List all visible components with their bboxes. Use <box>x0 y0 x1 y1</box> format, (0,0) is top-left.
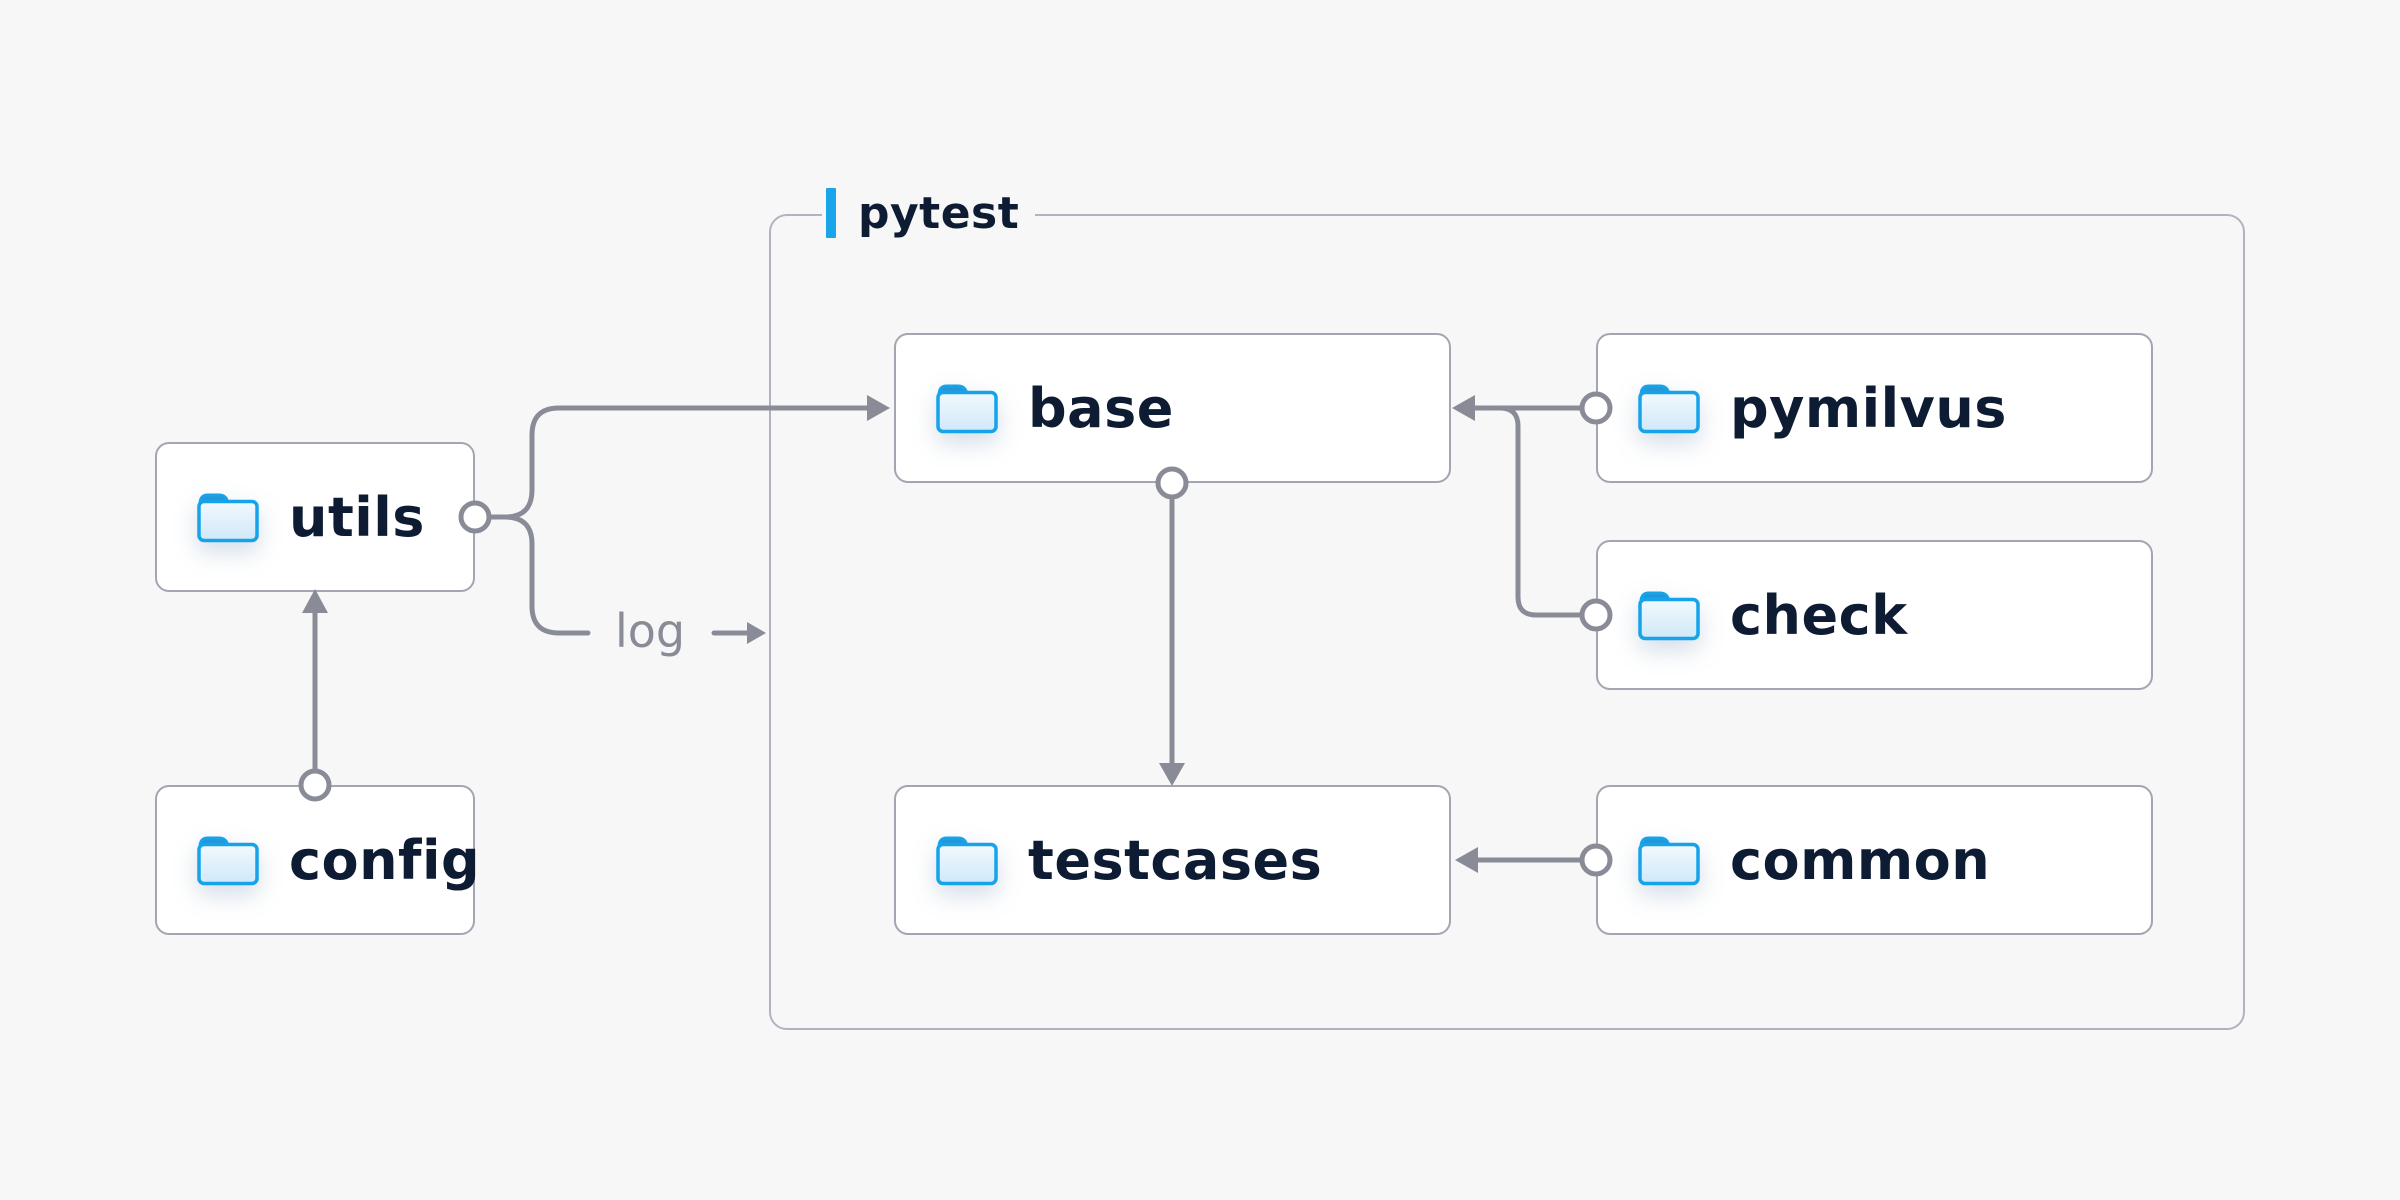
folder-icon <box>197 836 259 886</box>
folder-icon <box>197 493 259 543</box>
edge-utils-log-arrowhead <box>747 622 766 644</box>
node-pymilvus-label: pymilvus <box>1730 376 2007 440</box>
folder-icon <box>936 836 998 886</box>
folder-icon <box>1638 384 1700 434</box>
node-common: common <box>1596 785 2153 935</box>
pytest-group-label: pytest <box>822 184 1036 242</box>
node-utils-label: utils <box>289 485 425 549</box>
node-utils: utils <box>155 442 475 592</box>
edge-config-utils-arrowhead <box>302 589 328 613</box>
node-config-label: config <box>289 828 481 892</box>
edge-utils-log-line <box>502 514 591 636</box>
node-base-label: base <box>1028 376 1174 440</box>
folder-icon <box>936 384 998 434</box>
pytest-group-container <box>769 214 2245 1030</box>
node-base: base <box>894 333 1451 483</box>
node-pymilvus: pymilvus <box>1596 333 2153 483</box>
edge-log-label: log <box>614 604 686 658</box>
node-testcases-label: testcases <box>1028 828 1323 892</box>
folder-icon <box>1638 836 1700 886</box>
accent-bar-icon <box>826 188 836 238</box>
node-check-label: check <box>1730 583 1908 647</box>
folder-icon <box>1638 591 1700 641</box>
node-config: config <box>155 785 480 935</box>
node-testcases: testcases <box>894 785 1451 935</box>
node-common-label: common <box>1730 828 1991 892</box>
pytest-group-title: pytest <box>858 187 1020 239</box>
node-check: check <box>1596 540 2153 690</box>
